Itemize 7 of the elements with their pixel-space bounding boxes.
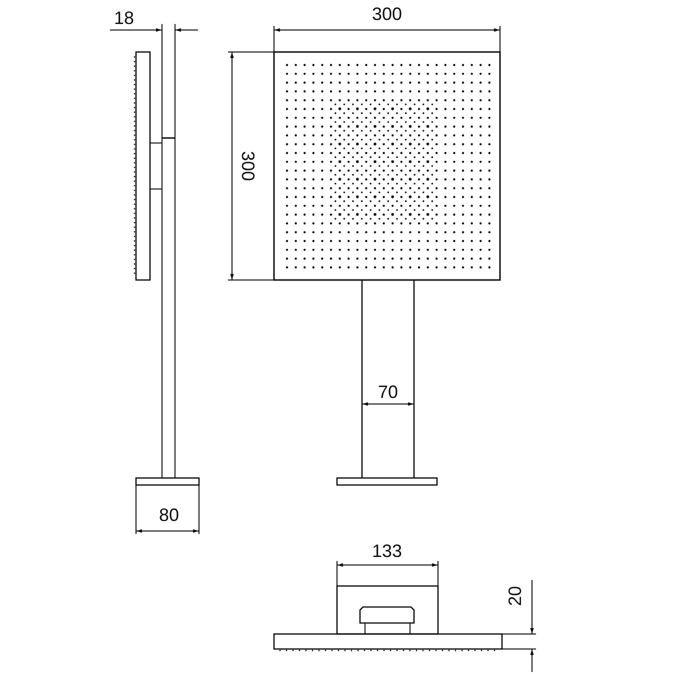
dimension-label: 300 [239, 150, 257, 182]
dimension-label: 20 [506, 586, 524, 606]
dimension-label: 300 [372, 5, 402, 23]
dimension-label: 18 [114, 9, 134, 27]
dimension-label: 80 [158, 506, 180, 524]
dimension-label: 70 [378, 383, 398, 401]
dimension-label: 133 [372, 542, 402, 560]
